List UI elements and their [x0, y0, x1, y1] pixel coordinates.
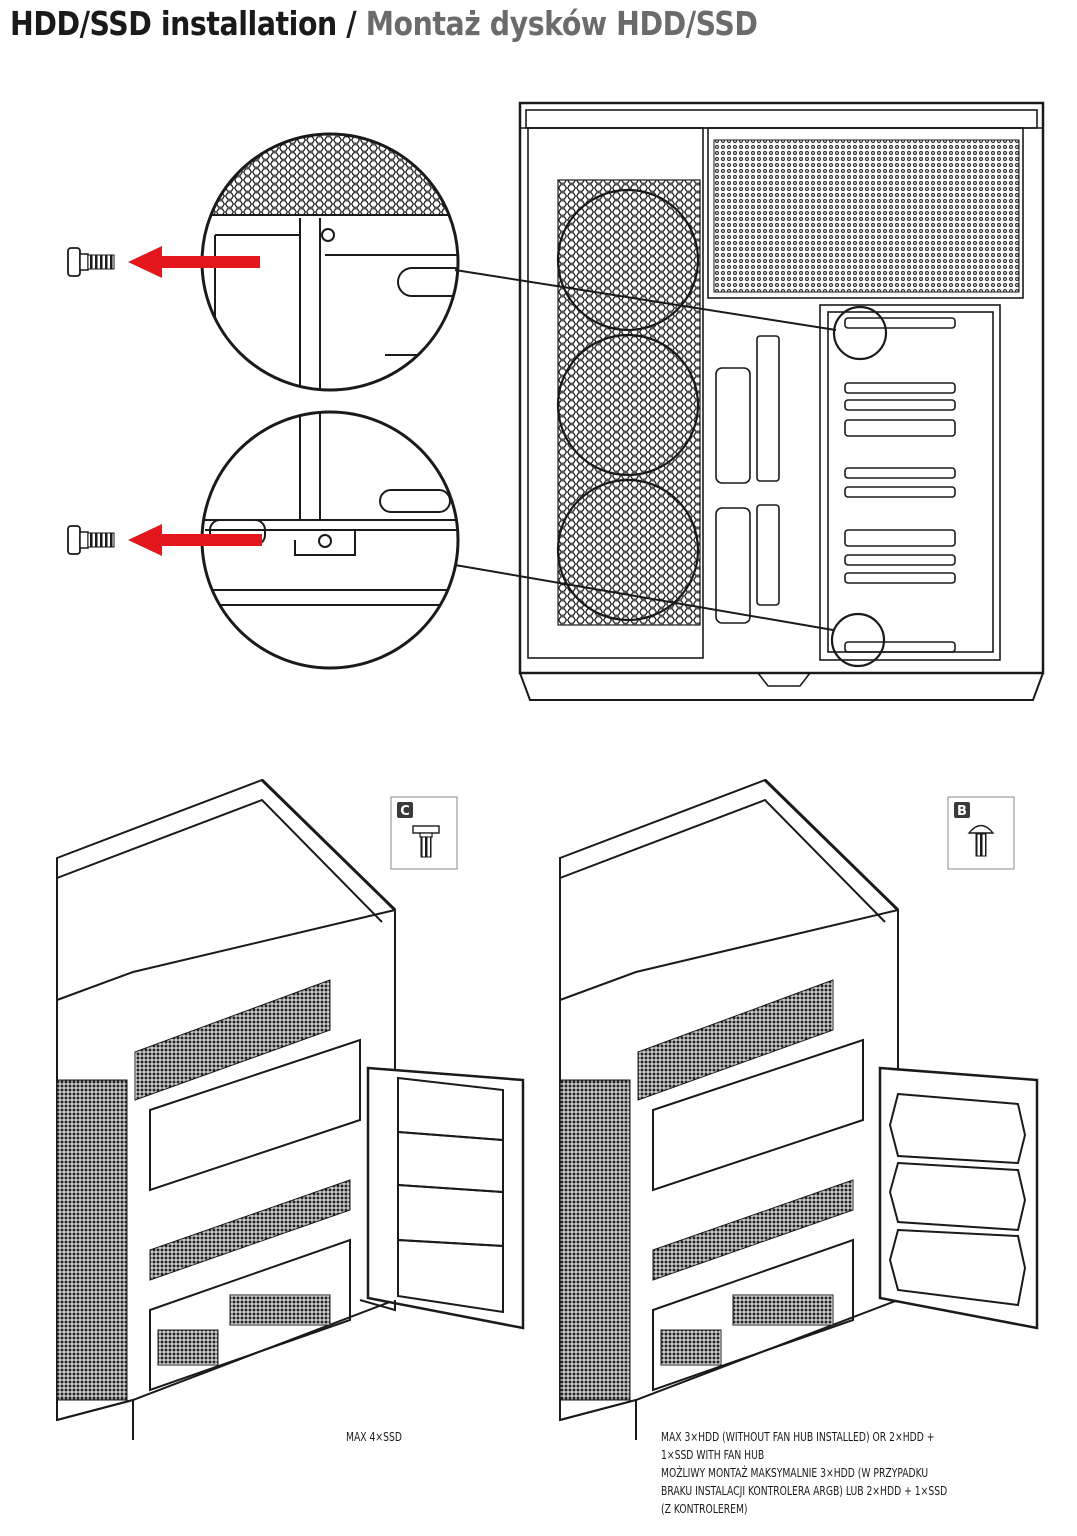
screw-removal-bottom — [67, 524, 262, 556]
case-ssd-illustration — [56, 778, 525, 1440]
red-arrow-icon — [128, 524, 262, 556]
caption-hdd-line: MAX 3×HDD (WITHOUT FAN HUB INSTALLED) OR… — [661, 1429, 935, 1444]
caption-hdd-line: (Z KONTROLEREM) — [661, 1501, 748, 1516]
screw-badge-b: B — [947, 796, 1015, 870]
caption-hdd: MAX 3×HDD (WITHOUT FAN HUB INSTALLED) OR… — [661, 1428, 947, 1518]
caption-hdd-line: 1×SSD WITH FAN HUB — [661, 1447, 765, 1462]
case-side-view — [454, 101, 1045, 701]
caption-hdd-line: MOŻLIWY MONTAŻ MAKSYMALNIE 3×HDD (W PRZY… — [661, 1465, 929, 1480]
badge-letter-b: B — [957, 804, 967, 819]
red-arrow-icon — [128, 246, 260, 278]
page-title: HDD/SSD installation / Montaż dysków HDD… — [10, 4, 758, 43]
screw-removal-top — [67, 246, 260, 278]
case-hdd-illustration — [559, 778, 1039, 1440]
drive-cage — [819, 304, 1001, 661]
screw-badge-c: C — [390, 796, 458, 870]
caption-ssd: MAX 4×SSD — [346, 1429, 402, 1444]
front-fans — [556, 179, 701, 626]
title-english: HDD/SSD installation — [10, 4, 337, 43]
title-polish: Montaż dysków HDD/SSD — [365, 4, 758, 43]
caption-hdd-line: BRAKU INSTALACJI KONTROLERA ARGB) LUB 2×… — [661, 1483, 948, 1498]
badge-letter-c: C — [400, 804, 410, 819]
title-separator: / — [346, 4, 357, 43]
